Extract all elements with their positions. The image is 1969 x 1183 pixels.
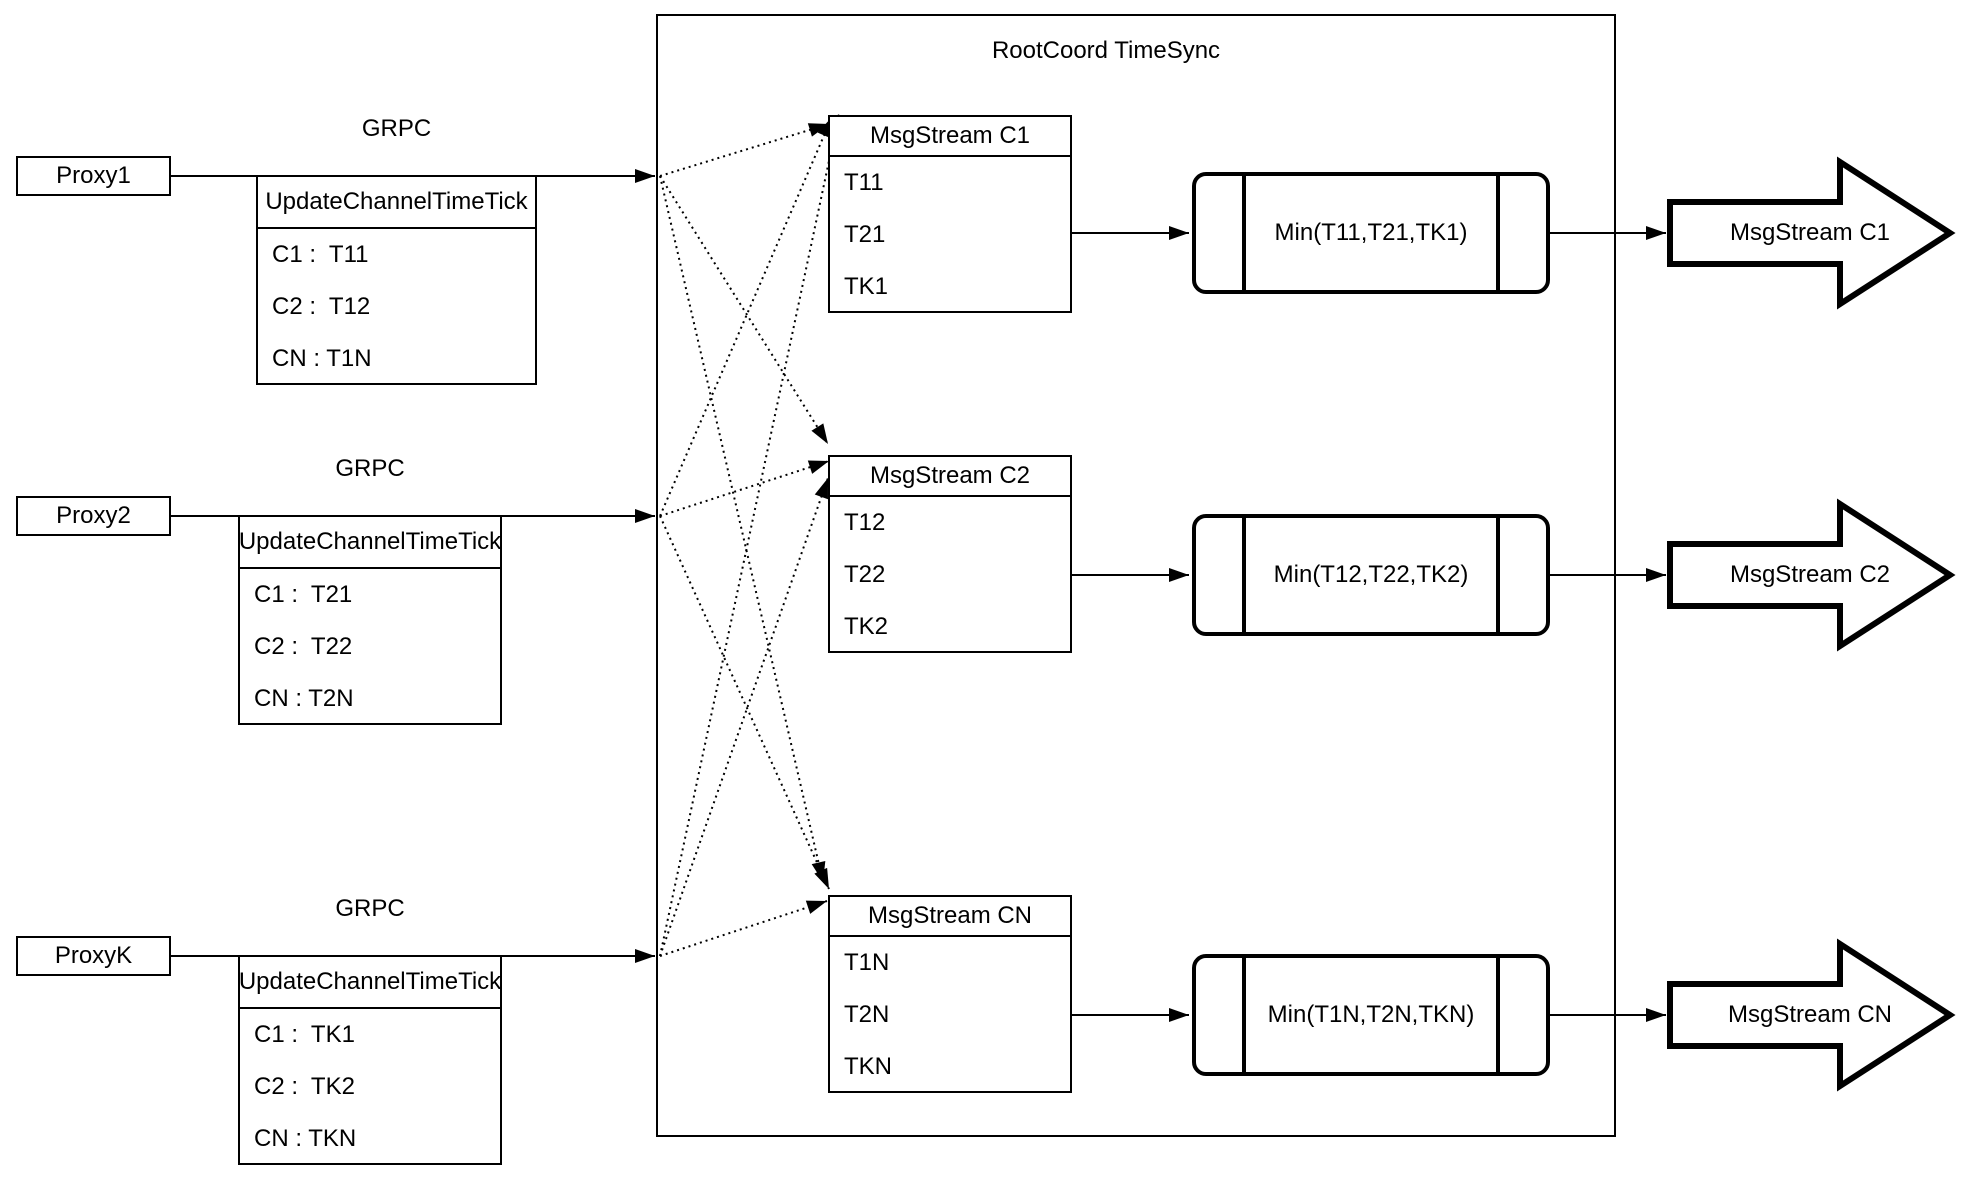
min-box-divider: [1242, 176, 1246, 290]
min-box-c2: Min(T12,T22,TK2): [1192, 514, 1550, 636]
update-table-header: UpdateChannelTimeTick: [239, 517, 501, 569]
update-table-proxyk: UpdateChannelTimeTick C1 : TK1 C2 : TK2 …: [238, 955, 502, 1165]
proxyk-label: ProxyK: [54, 942, 133, 969]
table-row: C1 : T11: [272, 241, 369, 268]
output-arrow-label-cn: MsgStream CN: [1727, 1001, 1893, 1028]
grpc-label-1: GRPC: [361, 115, 432, 142]
table-row: CN : T2N: [254, 685, 354, 712]
table-row: T22: [844, 561, 886, 588]
output-arrow-c1: [1667, 156, 1956, 310]
table-row: TK2: [844, 613, 889, 640]
update-table-proxy1: UpdateChannelTimeTick C1 : T11 C2 : T12 …: [256, 175, 537, 385]
min-to-output-lines: [1550, 226, 1666, 1022]
update-table-header: UpdateChannelTimeTick: [239, 957, 501, 1009]
msgstream-table-header: MsgStream C1: [830, 117, 1070, 157]
rootcoord-title: RootCoord TimeSync: [991, 37, 1221, 64]
grpc-label-3: GRPC: [335, 895, 405, 922]
grpc-label-2: GRPC: [335, 455, 405, 482]
min-box-divider: [1242, 958, 1246, 1072]
output-arrow-label-c2: MsgStream C2: [1729, 561, 1891, 588]
output-arrow-label-c1: MsgStream C1: [1729, 219, 1891, 246]
output-arrow-shapes: [1667, 156, 1956, 1092]
table-row: TK1: [844, 273, 889, 300]
proxy1-box: Proxy1: [16, 156, 171, 196]
table-row: CN : T1N: [272, 345, 372, 372]
msgstream-table-header: MsgStream C2: [830, 457, 1070, 497]
min-box-divider: [1496, 518, 1500, 632]
min-box-divider: [1496, 958, 1500, 1072]
min-label-c2: Min(T12,T22,TK2): [1273, 561, 1469, 588]
output-arrow-cn: [1667, 938, 1956, 1092]
min-label-cn: Min(T1N,T2N,TKN): [1267, 1001, 1475, 1028]
table-row: C2 : T22: [254, 633, 353, 660]
min-box-cn: Min(T1N,T2N,TKN): [1192, 954, 1550, 1076]
table-row: C2 : T12: [272, 293, 371, 320]
proxy2-label: Proxy2: [56, 502, 131, 529]
msgstream-table-header: MsgStream CN: [830, 897, 1070, 937]
min-label-c1: Min(T11,T21,TK1): [1274, 219, 1468, 246]
proxy1-label: Proxy1: [56, 162, 131, 189]
proxy2-box: Proxy2: [16, 496, 171, 536]
table-row: C1 : TK1: [254, 1021, 355, 1048]
table-row: TKN: [844, 1053, 892, 1080]
update-table-proxy2: UpdateChannelTimeTick C1 : T21 C2 : T22 …: [238, 515, 502, 725]
update-table-header: UpdateChannelTimeTick: [258, 177, 535, 229]
table-row: T2N: [844, 1001, 890, 1028]
min-box-divider: [1496, 176, 1500, 290]
timetick-dotted-links: [659, 113, 842, 957]
msgstream-table-c2: MsgStream C2 T12 T22 TK2: [828, 455, 1072, 653]
min-box-c1: Min(T11,T21,TK1): [1192, 172, 1550, 294]
table-row: C2 : TK2: [254, 1073, 355, 1100]
table-row: CN : TKN: [254, 1125, 357, 1152]
msgstream-table-c1: MsgStream C1 T11 T21 TK1: [828, 115, 1072, 313]
output-arrow-c2: [1667, 498, 1956, 652]
table-row: T1N: [844, 949, 890, 976]
stream-to-min-lines: [1072, 226, 1189, 1022]
proxyk-box: ProxyK: [16, 936, 171, 976]
table-row: T21: [844, 221, 886, 248]
table-row: C1 : T21: [254, 581, 353, 608]
table-row: T11: [844, 169, 884, 196]
min-box-divider: [1242, 518, 1246, 632]
msgstream-table-cn: MsgStream CN T1N T2N TKN: [828, 895, 1072, 1093]
table-row: T12: [844, 509, 886, 536]
